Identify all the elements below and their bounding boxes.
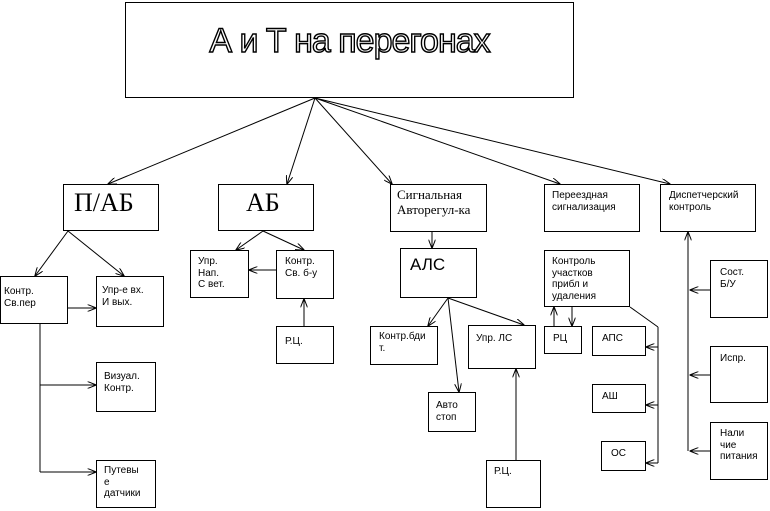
node-rc-ab <box>276 326 334 364</box>
node-signal-label: Сигнальная Авторегул-ка <box>397 187 471 217</box>
node-upr-ls <box>468 325 536 369</box>
node-crossing-label: Переездная сигнализация <box>552 190 616 213</box>
node-rc-ab-label: Р.Ц. <box>285 336 303 347</box>
node-ab-label: АБ <box>246 188 280 217</box>
node-aps <box>592 326 646 356</box>
node-nalichie <box>710 422 768 480</box>
arrow-title-signal <box>314 97 392 184</box>
arrow-title-dispatch <box>314 97 670 184</box>
node-ash <box>592 384 646 413</box>
node-dispatch-label: Диспетчерский контроль <box>669 190 739 213</box>
node-upr-ls-label: Упр. ЛС <box>476 333 513 344</box>
node-kontr-sv-per <box>0 276 68 324</box>
node-vizual-label: Визуал. Контр. <box>104 371 140 394</box>
node-ash-label: АШ <box>602 391 618 402</box>
node-upr-nap <box>190 250 249 298</box>
node-ab <box>218 184 314 231</box>
node-rc-cross <box>544 326 582 354</box>
node-avtostop-label: Авто стоп <box>436 400 458 423</box>
node-vizual <box>96 362 156 412</box>
node-nalichie-label: Нали чие питания <box>720 428 758 462</box>
node-sost-label: Сост. Б/У <box>720 267 745 290</box>
arrow-title-ab <box>287 97 316 184</box>
node-rc-als <box>486 460 541 508</box>
node-kontr-sv6 <box>276 250 334 299</box>
node-crossing <box>544 184 640 232</box>
node-ispr-label: Испр. <box>720 353 746 364</box>
node-putevye <box>96 460 156 508</box>
node-ispr <box>710 346 768 403</box>
arrow-title-pab <box>108 97 316 184</box>
node-rc-cross-label: РЦ <box>553 333 568 344</box>
node-sost <box>710 260 768 318</box>
node-kontrol-uch <box>544 250 630 307</box>
node-upr-vkh <box>96 276 164 327</box>
title-text: А и Т на перегонах <box>209 21 492 60</box>
node-signal <box>390 184 487 232</box>
title-box <box>125 2 574 98</box>
node-kontr-sv-per-label: Контр. Св.пер <box>4 286 36 309</box>
node-kontr-bdit-label: Контр.бди т. <box>379 331 426 354</box>
node-aps-label: АПС <box>602 333 623 344</box>
node-als <box>400 248 477 298</box>
node-kontr-sv6-label: Контр. Св. б-у <box>285 256 318 279</box>
node-dispatch <box>660 184 756 232</box>
node-os <box>601 441 646 471</box>
node-als-label: АЛС <box>410 255 446 274</box>
node-upr-vkh-label: Упр-е вх. И вых. <box>102 285 144 308</box>
node-rc-als-label: Р.Ц. <box>494 466 512 477</box>
node-kontr-bdit <box>370 326 438 365</box>
node-kontrol-uch-label: Контроль участков прибл и удаления <box>552 256 596 302</box>
node-os-label: ОС <box>611 448 626 459</box>
arrow-title-crossing <box>314 97 560 184</box>
node-upr-nap-label: Упр. Нап. С вет. <box>198 256 225 290</box>
node-pab <box>63 184 159 231</box>
node-pab-label: П/АБ <box>74 188 134 217</box>
node-putevye-label: Путевы е датчики <box>104 465 141 499</box>
node-avtostop <box>428 392 476 432</box>
